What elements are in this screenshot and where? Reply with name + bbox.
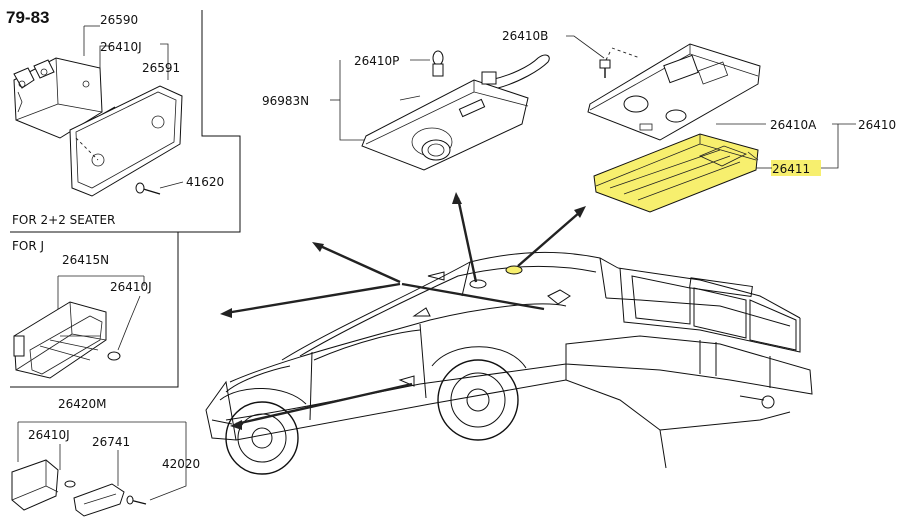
screw-icon-42020	[126, 495, 134, 505]
label-26410A: 26410A	[770, 118, 817, 132]
label-26411: 26411	[772, 162, 810, 176]
bulb-icon-26410P	[432, 50, 444, 77]
luggage-lamp-group: 26590 26410J 26591 41620	[12, 13, 224, 227]
label-96983N: 96983N	[262, 94, 309, 108]
car-body-drawing	[205, 251, 813, 475]
label-26741: 26741	[92, 435, 130, 449]
screw-icon-41620	[135, 182, 161, 195]
label-26591: 26591	[142, 61, 180, 75]
label-26410J-b: 26410J	[110, 280, 152, 294]
rear-wheel	[437, 359, 519, 441]
screw-icon-26410B	[599, 59, 611, 78]
label-26590: 26590	[100, 13, 138, 27]
label-for-j: FOR J	[12, 239, 44, 253]
lens-26411-highlighted[interactable]: 26411	[593, 133, 821, 213]
exhaust-pipe	[761, 395, 775, 409]
lamp-lens	[69, 85, 183, 197]
label-26415N: 26415N	[62, 253, 109, 267]
diagram-title: 79-83	[6, 8, 49, 27]
lamp-knob	[421, 139, 451, 161]
lamp-housing	[13, 57, 103, 139]
label-for-2-2-seater: FOR 2+2 SEATER	[12, 213, 115, 227]
label-41620: 41620	[186, 175, 224, 189]
pointer-arrows	[220, 192, 586, 430]
for-j-lamp-group: FOR J 26415N 26410J	[12, 239, 152, 379]
bulb-icon-26410A	[665, 109, 687, 123]
label-26410J-a: 26410J	[100, 40, 142, 54]
frame-upper	[10, 10, 241, 233]
room-lamp-group: 26410B 26410A 26410	[502, 29, 896, 169]
step-lamp-group: 26420M 26410J 26741 42020	[11, 397, 200, 517]
label-26410B: 26410B	[502, 29, 548, 43]
label-26420M: 26420M	[58, 397, 107, 411]
front-wheel	[225, 401, 299, 475]
label-42020: 42020	[162, 457, 200, 471]
map-lamp-group: 26410P 96983N	[262, 50, 550, 171]
bulb-icon-j	[107, 351, 121, 361]
frame-lower	[10, 232, 179, 388]
left-panel-frame	[10, 10, 241, 388]
label-26410: 26410	[858, 118, 896, 132]
label-26410J-c: 26410J	[28, 428, 70, 442]
label-26410P: 26410P	[354, 54, 399, 68]
